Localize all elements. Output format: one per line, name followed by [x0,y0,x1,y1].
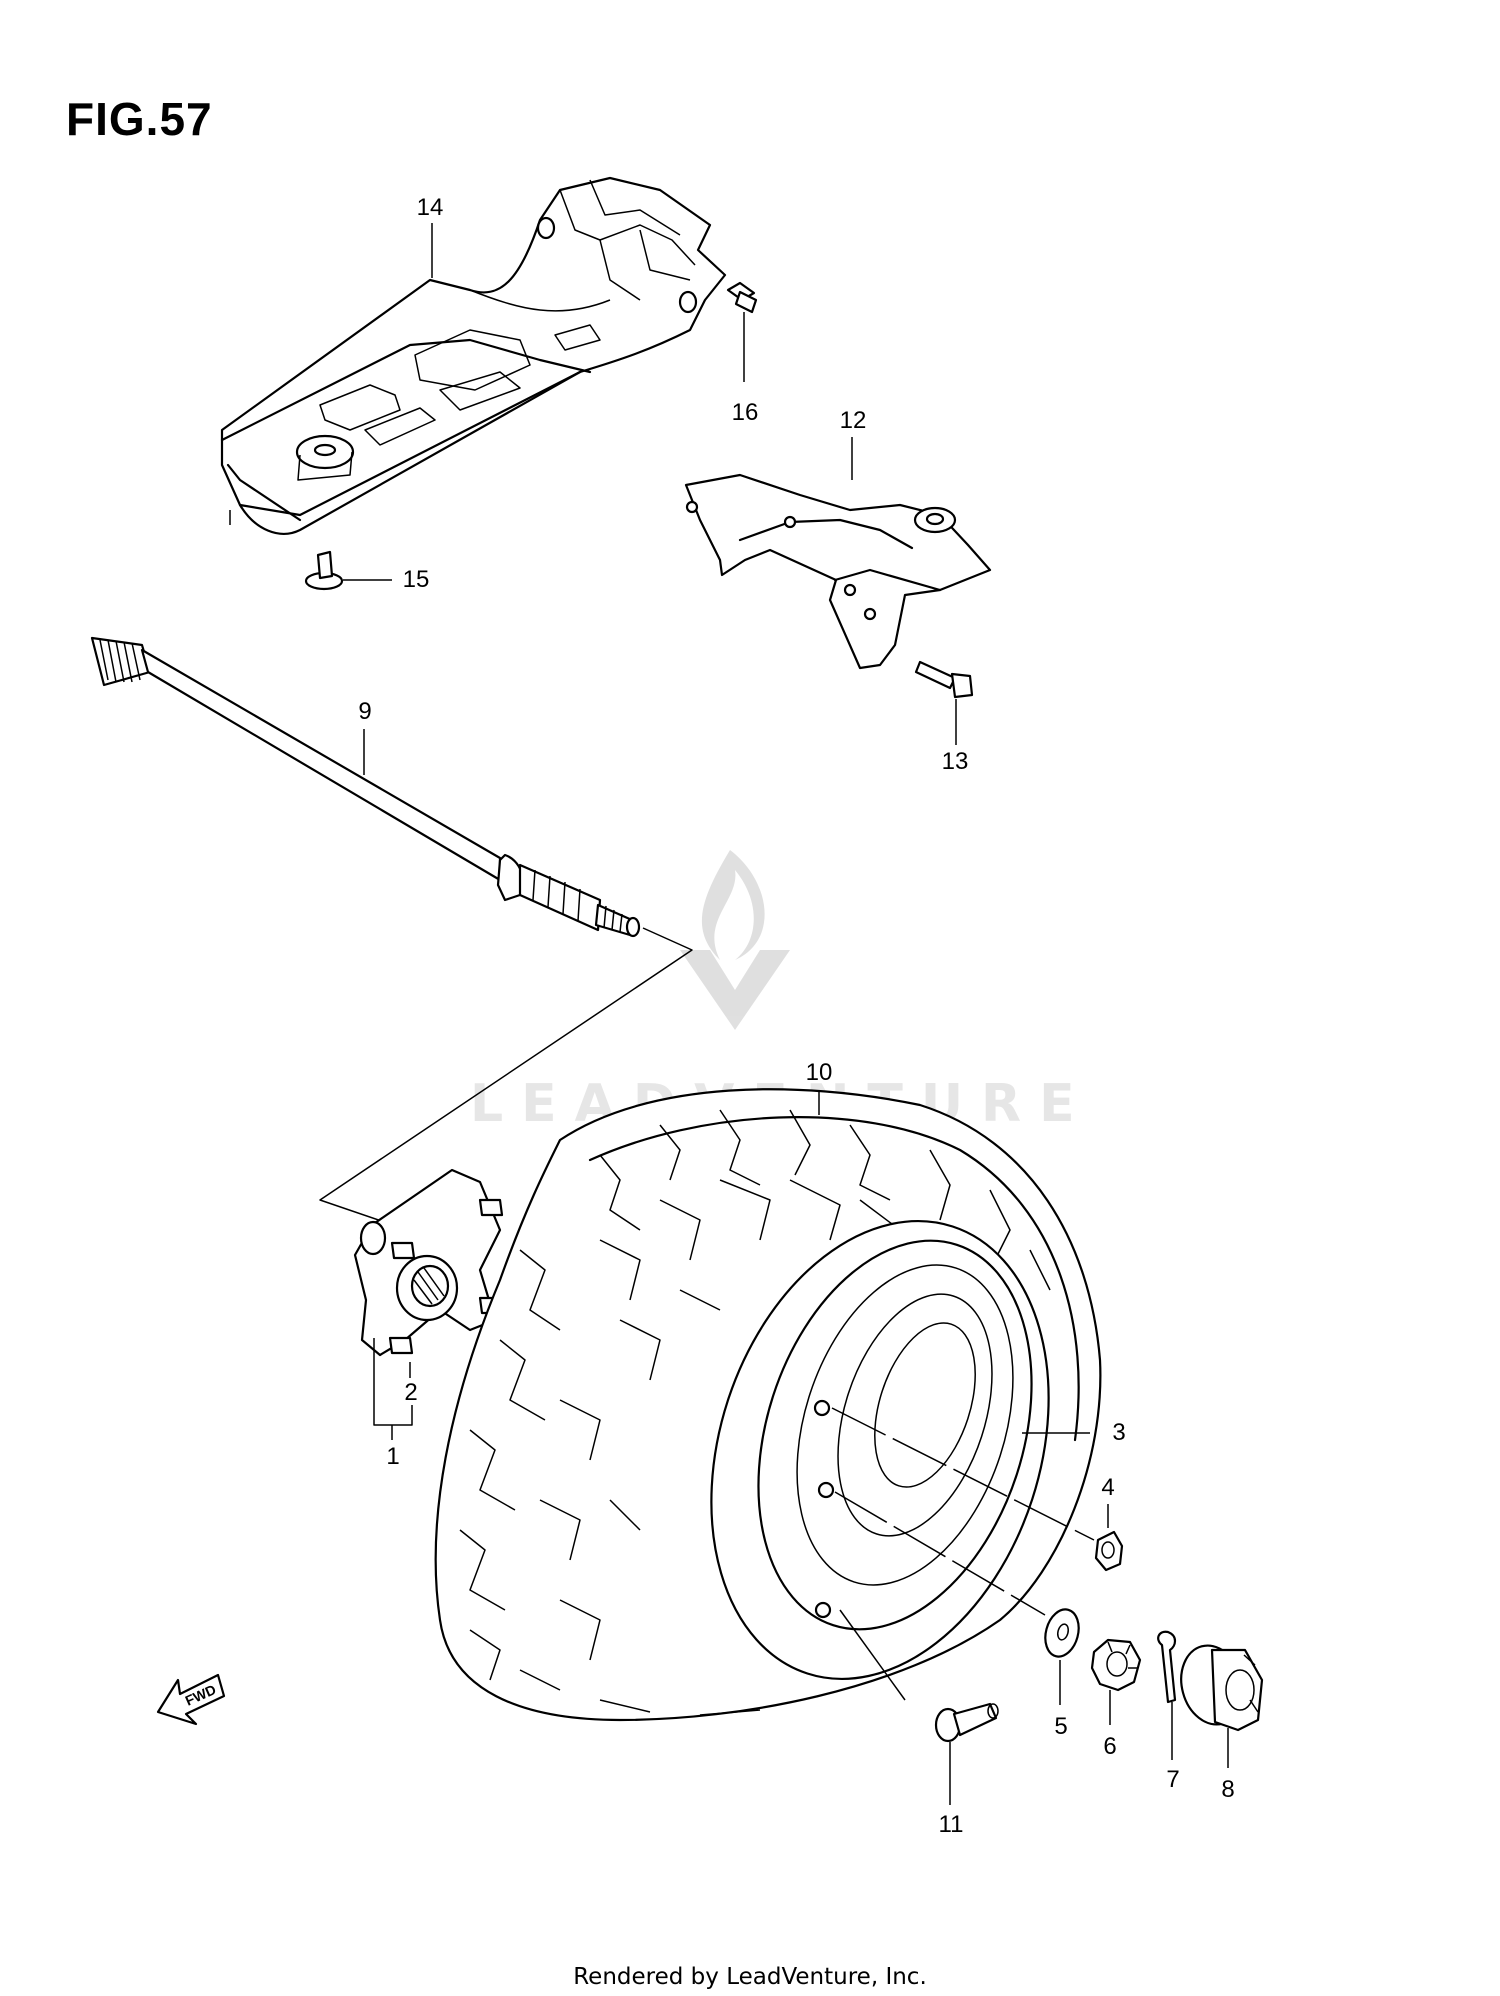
washer-part-5[interactable] [1040,1606,1083,1661]
leader-hole-to-4 [831,1407,1095,1541]
footer-credit: Rendered by LeadVenture, Inc. [573,1964,927,1990]
leader-hole-to-5 [834,1491,1046,1616]
callout-15: 15 [402,566,430,593]
callout-1: 1 [386,1443,400,1470]
nut-part-4[interactable] [1094,1530,1124,1572]
callout-7: 7 [1166,1766,1180,1793]
cotter-pin-part-7[interactable] [1157,1630,1177,1704]
hub-cap-part-8[interactable] [1173,1639,1264,1732]
callout-2: 2 [404,1379,418,1406]
callout-12: 12 [839,407,867,434]
wheel-hub-part-1[interactable] [353,1168,502,1357]
callout-11: 11 [938,1811,964,1838]
castle-nut-part-6[interactable] [1090,1638,1142,1692]
valve-stem-part-11[interactable] [934,1702,999,1743]
callout-3: 3 [1112,1419,1126,1446]
callout-13: 13 [941,748,969,775]
callout-14: 14 [416,194,444,221]
callout-5: 5 [1054,1713,1068,1740]
watermark-logo [680,850,790,1030]
rim-part-3[interactable] [655,1177,1105,1723]
figure-title: FIG.57 [66,93,213,145]
leader-1a [373,1338,413,1426]
callout-10: 10 [805,1059,833,1086]
callout-8: 8 [1221,1776,1235,1803]
drive-shaft-part-9[interactable] [90,636,641,938]
callout-4: 4 [1101,1474,1115,1501]
callout-16: 16 [731,399,759,426]
callout-9: 9 [358,698,372,725]
fwd-arrow-icon: FWD [156,1673,226,1726]
callout-6: 6 [1103,1733,1117,1760]
bolt-part-16[interactable] [726,281,758,382]
screw-part-15[interactable] [304,550,392,591]
leader-hole-to-11 [839,1609,906,1701]
skid-plate-part-14[interactable] [220,176,727,535]
bolt-part-13[interactable] [914,660,974,745]
bracket-part-12[interactable] [684,473,992,670]
